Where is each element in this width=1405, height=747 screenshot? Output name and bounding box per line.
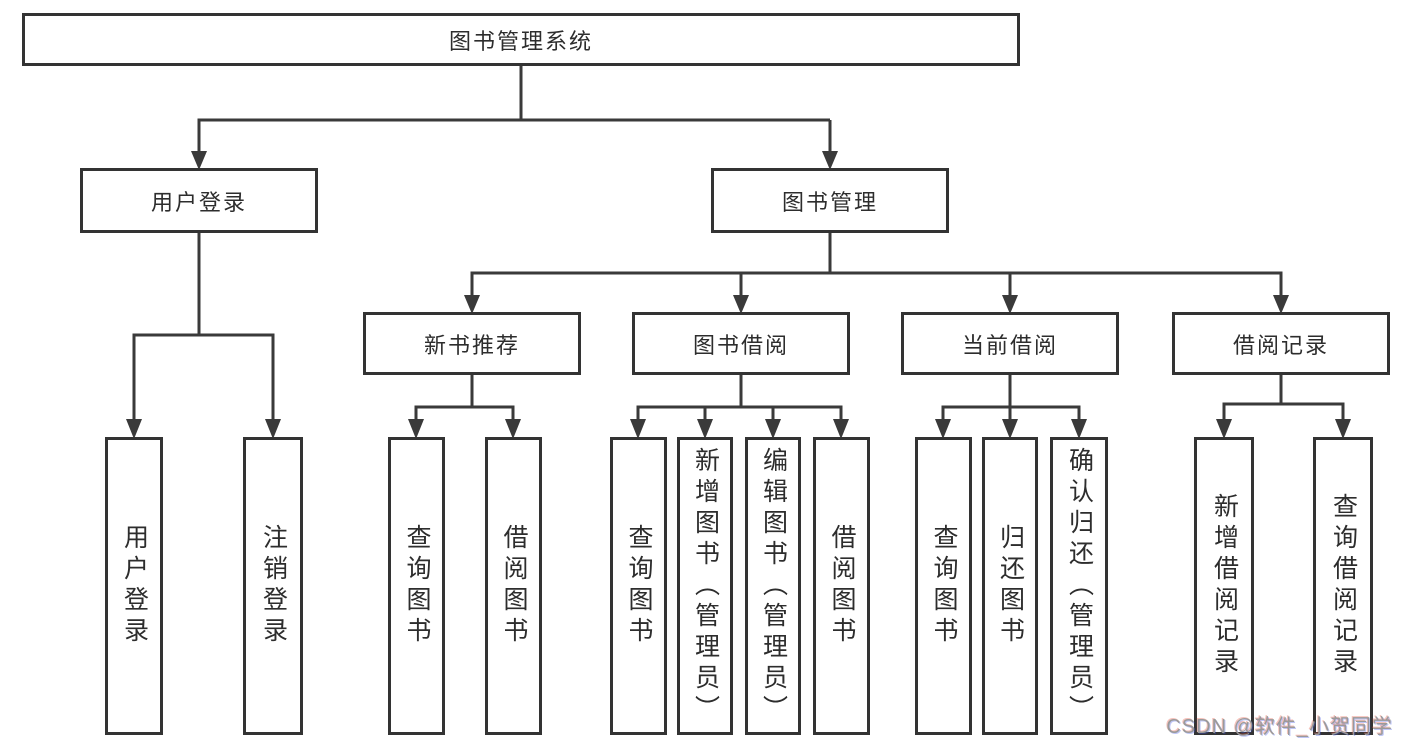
leaf-query-books-borrow: 查询图书 <box>610 437 667 735</box>
leaf-add-borrow-record-label: 新增借阅记录 <box>1210 493 1239 679</box>
leaf-logout: 注销登录 <box>243 437 303 735</box>
node-root: 图书管理系统 <box>22 13 1020 66</box>
node-borrowing-records-label: 借阅记录 <box>1232 332 1329 358</box>
node-book-borrowing-label: 图书借阅 <box>692 332 789 358</box>
node-book-management-label: 图书管理 <box>781 189 878 215</box>
leaf-borrow-books-label: 借阅图书 <box>828 524 856 648</box>
leaf-query-borrow-record-label: 查询借阅记录 <box>1329 493 1358 679</box>
node-root-label: 图书管理系统 <box>448 28 593 54</box>
leaf-add-borrow-record: 新增借阅记录 <box>1194 437 1254 735</box>
leaf-confirm-return-admin: 确认归还（管理员） <box>1050 437 1108 735</box>
leaf-borrow-books: 借阅图书 <box>813 437 870 735</box>
leaf-add-books-admin: 新增图书（管理员） <box>677 437 733 735</box>
leaf-logout-label: 注销登录 <box>259 524 288 648</box>
leaf-return-books: 归还图书 <box>982 437 1038 735</box>
node-new-book-recommend-label: 新书推荐 <box>423 332 520 358</box>
node-current-borrowing: 当前借阅 <box>901 312 1119 375</box>
node-new-book-recommend: 新书推荐 <box>363 312 581 375</box>
leaf-user-login-label: 用户登录 <box>120 524 149 648</box>
node-user-login: 用户登录 <box>80 168 318 233</box>
node-user-login-label: 用户登录 <box>150 189 247 215</box>
leaf-query-books-current: 查询图书 <box>915 437 972 735</box>
node-borrowing-records: 借阅记录 <box>1172 312 1390 375</box>
csdn-watermark: CSDN @软件_小贺同学 <box>1166 716 1393 738</box>
leaf-user-login: 用户登录 <box>105 437 163 735</box>
leaf-borrow-books-recommend: 借阅图书 <box>485 437 542 735</box>
leaf-edit-books-admin: 编辑图书（管理员） <box>745 437 801 735</box>
leaf-query-books-recommend: 查询图书 <box>388 437 445 735</box>
leaf-query-books-recommend-label: 查询图书 <box>403 524 431 648</box>
leaf-edit-books-admin-label: 编辑图书（管理员） <box>759 446 788 726</box>
leaf-query-books-borrow-label: 查询图书 <box>625 524 653 648</box>
leaf-query-borrow-record: 查询借阅记录 <box>1313 437 1373 735</box>
node-book-borrowing: 图书借阅 <box>632 312 850 375</box>
leaf-query-books-current-label: 查询图书 <box>930 524 958 648</box>
node-book-management: 图书管理 <box>711 168 949 233</box>
leaf-confirm-return-admin-label: 确认归还（管理员） <box>1065 446 1094 726</box>
node-current-borrowing-label: 当前借阅 <box>961 332 1058 358</box>
leaf-return-books-label: 归还图书 <box>996 524 1025 648</box>
leaf-borrow-books-recommend-label: 借阅图书 <box>500 524 528 648</box>
leaf-add-books-admin-label: 新增图书（管理员） <box>691 446 720 726</box>
